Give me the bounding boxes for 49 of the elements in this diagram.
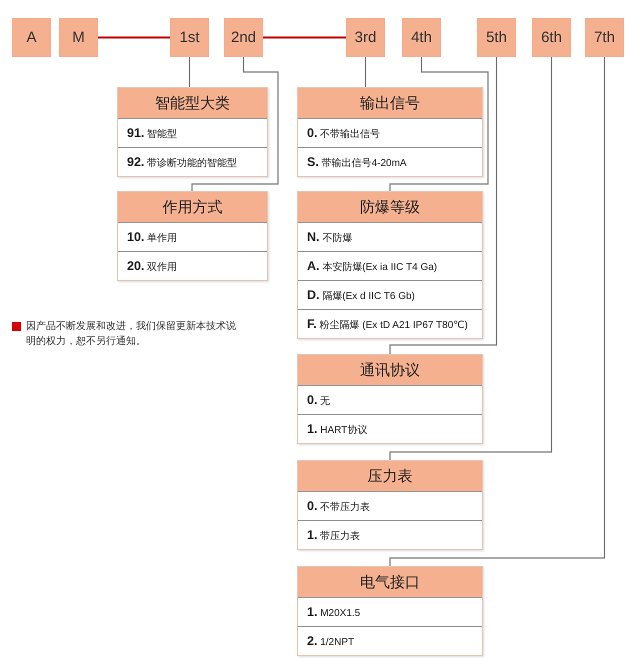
option-row: 0. 不带压力表 [298,491,482,520]
option-table [297,460,483,550]
code-box: 5th [477,18,516,57]
leader-line [191,57,279,191]
leader-line [389,57,498,354]
option-table [297,566,483,656]
leader-line [389,57,552,460]
table-header: 智能型大类 [118,88,267,118]
table-header: 压力表 [298,461,482,491]
option-row: 20. 双作用 [118,251,267,280]
option-row: 10. 单作用 [118,222,267,251]
table-header: 通讯协议 [298,355,482,385]
option-row: 1. HART协议 [298,414,482,443]
table-header: 输出信号 [298,88,482,118]
option-row: 1. 带压力表 [298,520,482,549]
code-box: A [12,18,51,57]
code-box: 2nd [224,18,263,57]
option-table [297,354,483,444]
leader-line [364,57,366,87]
option-table [117,191,268,281]
option-table [117,87,268,177]
table-header: 电气接口 [298,567,482,597]
option-row: 92. 带诊断功能的智能型 [118,147,267,176]
option-table [297,87,483,177]
code-box: 1st [170,18,209,57]
connector-line [98,36,170,38]
code-box: 3rd [346,18,385,57]
leader-line [389,57,489,191]
option-row: 2. 1/2NPT [298,626,482,655]
option-row: D. 隔爆(Ex d IIC T6 Gb) [298,280,482,309]
option-row: F. 粉尘隔爆 (Ex tD A21 IP67 T80℃) [298,309,482,338]
leader-line [389,57,606,566]
table-header: 作用方式 [118,192,267,222]
code-box: 7th [585,18,624,57]
table-header: 防爆等级 [298,192,482,222]
option-row: N. 不防爆 [298,222,482,251]
leader-line [188,57,190,87]
connector-line [263,36,346,38]
option-row: A. 本安防爆(Ex ia IIC T4 Ga) [298,251,482,280]
code-box: M [59,18,98,57]
code-box: 4th [402,18,441,57]
option-row: 1. M20X1.5 [298,597,482,626]
code-box: 6th [532,18,571,57]
option-row: 91. 智能型 [118,118,267,147]
option-row: 0. 无 [298,385,482,414]
option-table [297,191,483,339]
option-row: S. 带输出信号4-20mA [298,147,482,176]
note-text: 因产品不断发展和改进，我们保留更新本技术说明的权力，恕不另行通知。 [26,320,237,348]
option-row: 0. 不带输出信号 [298,118,482,147]
